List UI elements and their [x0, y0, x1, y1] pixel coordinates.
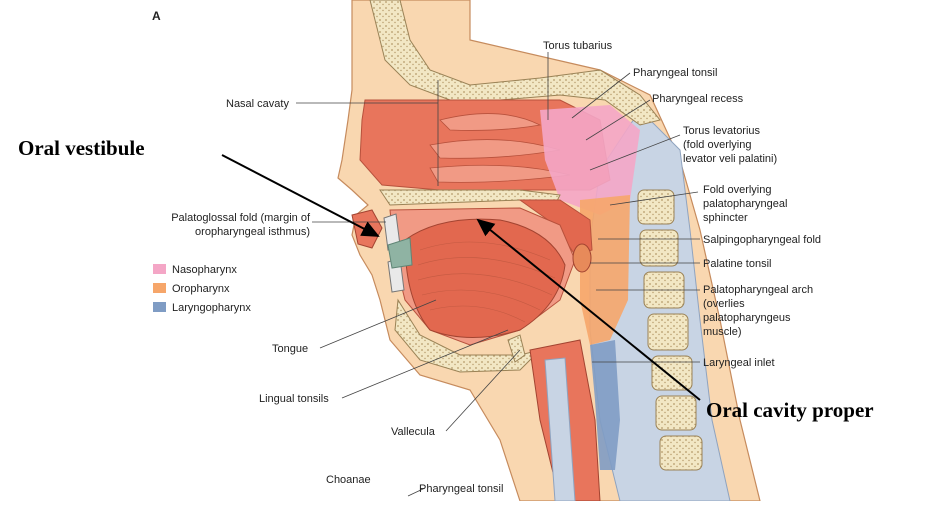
label-palatopharyngeal-arch-3: palatopharyngeus	[703, 312, 791, 324]
panel-letter: A	[152, 9, 161, 23]
mandible	[394, 298, 542, 373]
label-lingual-tonsils: Lingual tonsils	[259, 393, 329, 405]
label-fold-sphincter-3: sphincter	[703, 212, 748, 224]
legend-swatch-oropharynx	[153, 283, 166, 293]
label-palatoglossal-fold-2: oropharyngeal isthmus)	[195, 226, 310, 238]
label-vallecula: Vallecula	[391, 426, 436, 438]
label-torus-tubarius: Torus tubarius	[543, 40, 613, 52]
label-torus-levatorius-1: Torus levatorius	[683, 125, 761, 137]
label-palatopharyngeal-arch-4: muscle)	[703, 326, 742, 338]
label-fold-sphincter-2: palatopharyngeal	[703, 198, 787, 210]
label-palatoglossal-fold-1: Palatoglossal fold (margin of	[171, 212, 311, 224]
tongue-muscle-fibers	[417, 241, 556, 323]
arrow-oral-vestibule	[221, 154, 380, 237]
label-choanae: Choanae	[326, 474, 371, 486]
legend-label-laryngopharynx: Laryngopharynx	[172, 302, 251, 314]
legend-swatch-laryngopharynx	[153, 302, 166, 312]
label-torus-levatorius-2: (fold overlying	[683, 139, 751, 151]
legend-label-nasopharynx: Nasopharynx	[172, 264, 237, 276]
legend: Nasopharynx Oropharynx Laryngopharynx	[153, 264, 251, 314]
label-palatopharyngeal-arch-2: (overlies	[703, 298, 745, 310]
label-tongue: Tongue	[272, 343, 308, 355]
gingiva	[387, 237, 413, 269]
epiglottis	[507, 334, 526, 363]
annotation-oral-vestibule: Oral vestibule	[18, 136, 145, 160]
arrow-oral-cavity-proper	[476, 218, 701, 401]
label-pharyngeal-recess: Pharyngeal recess	[652, 93, 744, 105]
leader-lines	[296, 52, 700, 497]
label-fold-sphincter-1: Fold overlying	[703, 184, 771, 196]
label-nasal-cavity: Nasal cavaty	[226, 98, 289, 110]
nasopharynx-region	[540, 105, 640, 215]
palatine-tonsil	[572, 243, 592, 273]
label-pharyngeal-tonsil-bottom: Pharyngeal tonsil	[419, 483, 503, 495]
label-salpingopharyngeal-fold: Salpingopharyngeal fold	[703, 234, 821, 246]
label-pharyngeal-tonsil: Pharyngeal tonsil	[633, 67, 717, 79]
annotation-oral-cavity-proper: Oral cavity proper	[706, 398, 874, 422]
laryngopharynx-region	[590, 340, 620, 470]
label-torus-levatorius-3: levator veli palatini)	[683, 153, 777, 165]
oropharynx-region	[580, 195, 630, 345]
label-palatopharyngeal-arch-1: Palatopharyngeal arch	[703, 284, 813, 296]
legend-swatch-nasopharynx	[153, 264, 166, 274]
skull-base-bone	[369, 0, 661, 126]
label-laryngeal-inlet: Laryngeal inlet	[703, 357, 775, 369]
legend-label-oropharynx: Oropharynx	[172, 283, 230, 295]
label-palatine-tonsil: Palatine tonsil	[703, 258, 772, 270]
